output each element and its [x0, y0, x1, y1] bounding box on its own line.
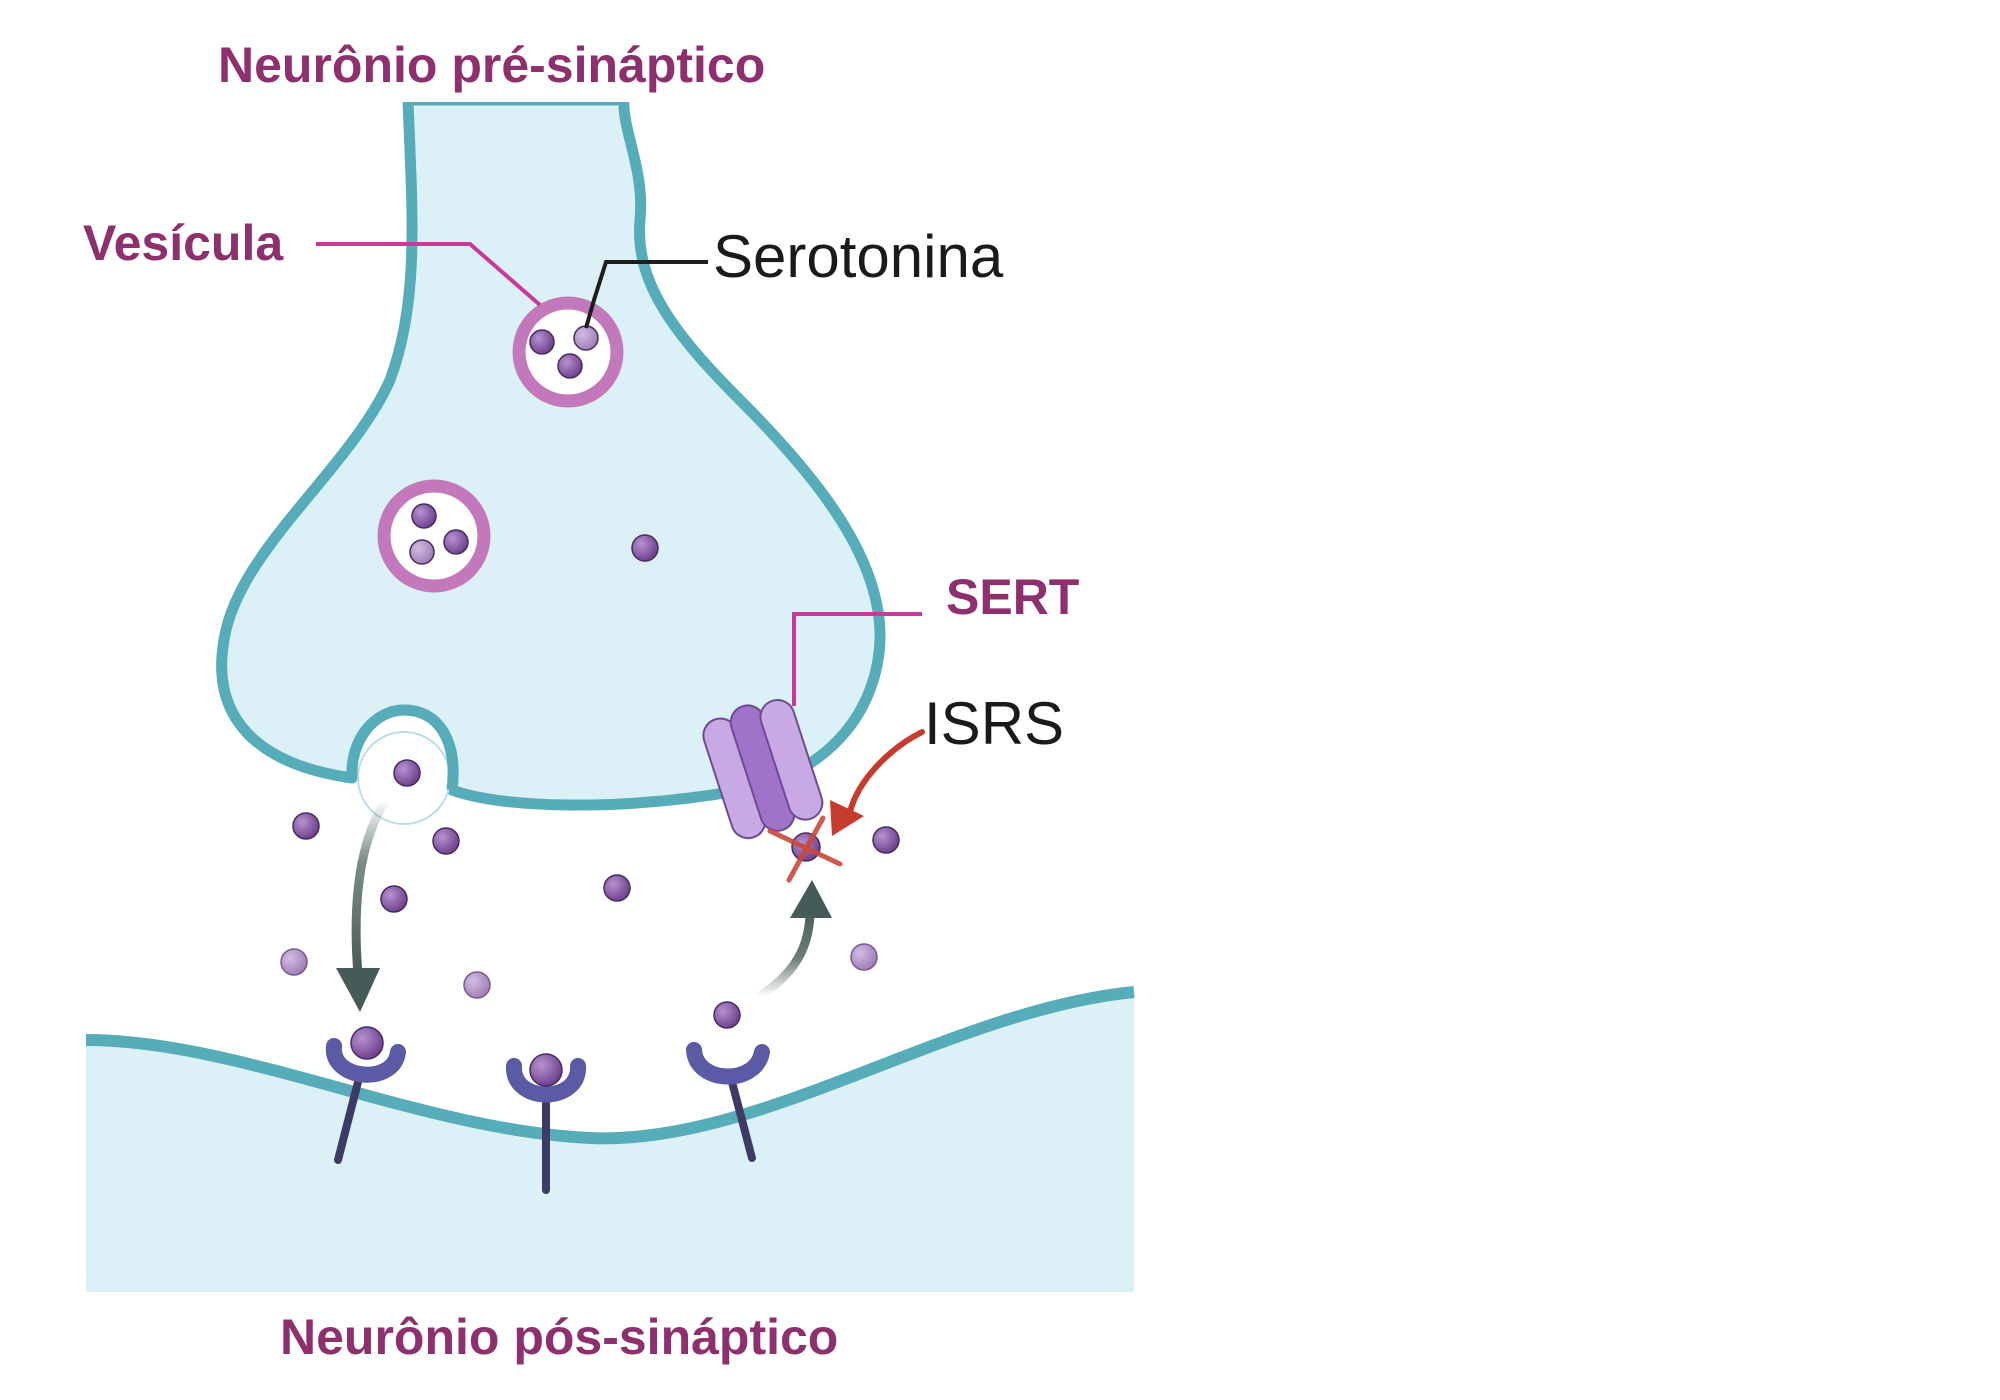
serotonin-molecule-icon — [443, 529, 469, 555]
block-x-icon — [767, 815, 843, 883]
receptor-icon — [325, 1038, 406, 1083]
postsynaptic-label: Neurônio pós-sináptico — [280, 1309, 838, 1365]
receptor-1 — [325, 1026, 406, 1164]
arrow-down-icon — [336, 968, 380, 1012]
postsynaptic-membrane — [85, 986, 1135, 1145]
serotonin-leader-line — [584, 260, 708, 329]
serotonin-molecule-icon — [529, 1053, 563, 1087]
synaptic-cleft-serotonin — [280, 812, 900, 1029]
vesicle-label: Vesícula — [83, 215, 284, 271]
ssri-label: ISRS — [924, 690, 1064, 757]
serotonin-molecule-icon — [872, 826, 900, 854]
serotonin-molecule-icon — [350, 1026, 384, 1060]
vesicle-2 — [377, 479, 491, 593]
vesicle-1 — [512, 296, 624, 408]
serotonin-molecule-icon — [432, 827, 460, 855]
serotonin-molecule-icon — [603, 874, 631, 902]
postsynaptic-neuron — [85, 986, 1135, 1292]
serotonin-label: Serotonina — [713, 223, 1004, 290]
serotonin-molecule-icon — [557, 353, 583, 379]
serotonin-molecule-icon — [292, 812, 320, 840]
receptor-2 — [506, 1053, 586, 1194]
presynaptic-neuron — [216, 86, 886, 811]
serotonin-molecule-icon — [409, 539, 435, 565]
sert-transporter — [702, 699, 824, 840]
serotonin-molecule-icon — [573, 325, 599, 351]
fusing-vesicle — [346, 704, 459, 825]
receptor-icon — [686, 1042, 770, 1085]
blocked-reuptake — [767, 815, 843, 883]
ssri-arrow — [830, 729, 925, 836]
reuptake-arrow — [755, 880, 832, 1001]
receptor-icon — [506, 1058, 586, 1103]
serotonin-molecule-icon — [713, 1001, 741, 1029]
vesicle-icon — [512, 296, 624, 408]
serotonin-molecule-icon — [411, 503, 437, 529]
presynaptic-terminal — [216, 94, 886, 811]
sert-label: SERT — [946, 569, 1079, 625]
arrow-icon — [830, 800, 864, 836]
arrow-up-icon — [790, 880, 832, 918]
sert-leader-line — [792, 612, 922, 706]
serotonin-molecule-icon — [631, 534, 659, 562]
serotonin-molecule-icon — [850, 943, 878, 971]
serotonin-molecule-icon — [529, 329, 555, 355]
serotonin-molecule-icon — [380, 885, 408, 913]
release-arrow — [336, 795, 391, 1012]
receptor-3 — [686, 1042, 770, 1162]
serotonin-molecule-icon — [280, 948, 308, 976]
serotonin-molecule-icon — [393, 759, 421, 787]
vesicle-leader-line — [316, 242, 542, 307]
serotonin-molecule-icon — [463, 971, 491, 999]
presynaptic-label: Neurônio pré-sináptico — [218, 37, 765, 93]
vesicle-icon — [377, 479, 491, 593]
